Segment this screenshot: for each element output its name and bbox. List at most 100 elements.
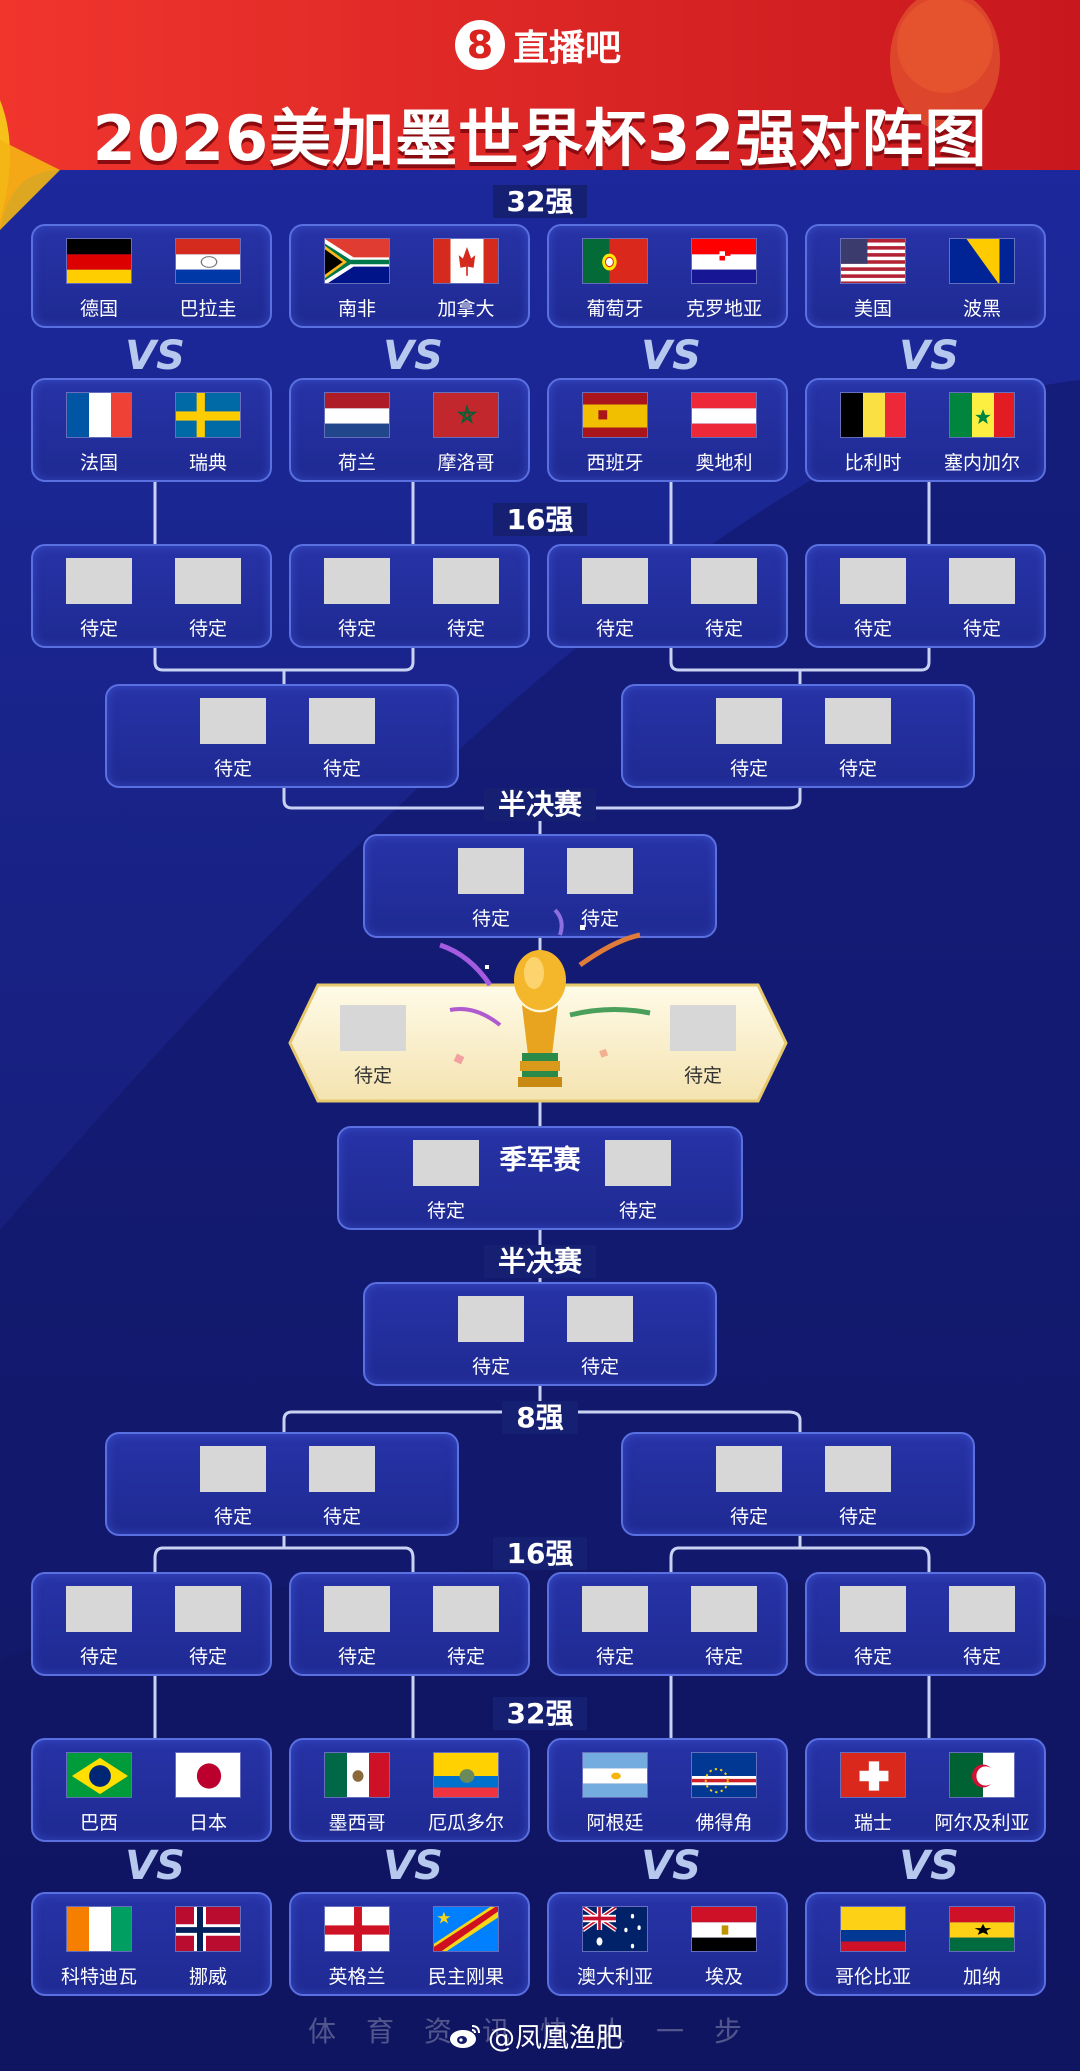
team-name: 墨西哥 bbox=[328, 1812, 386, 1834]
team-name: 德国 bbox=[79, 298, 118, 320]
match-card-r32: 荷兰 摩洛哥 bbox=[289, 378, 530, 482]
vs-label: VS bbox=[383, 1843, 443, 1889]
team-name: 待定 bbox=[188, 618, 227, 640]
team-name: 加纳 bbox=[962, 1966, 1001, 1988]
team-name: 待定 bbox=[79, 618, 118, 640]
match-card-r32: 科特迪瓦 挪威 bbox=[31, 1892, 272, 1996]
croatia-flag-icon bbox=[691, 238, 757, 284]
match-card-r32: 德国 巴拉圭 bbox=[31, 224, 272, 328]
colombia-flag-icon bbox=[840, 1906, 906, 1952]
team-name: 美国 bbox=[853, 298, 892, 320]
brand-logo: 8 直播吧 bbox=[455, 16, 621, 74]
team-placeholder bbox=[825, 698, 891, 744]
team-placeholder bbox=[175, 558, 241, 604]
match-card-qf: 待定 待定 bbox=[621, 684, 975, 788]
team-name: 克罗地亚 bbox=[685, 298, 762, 320]
team-name: 待定 bbox=[838, 758, 877, 780]
team-name: 埃及 bbox=[704, 1966, 743, 1988]
footer-slogan: 体育资讯快人一步 bbox=[307, 2015, 772, 2048]
team-placeholder bbox=[458, 848, 524, 894]
ghana-flag-icon bbox=[949, 1906, 1015, 1952]
team-name: 葡萄牙 bbox=[586, 298, 644, 320]
team-placeholder bbox=[309, 1446, 375, 1492]
match-card-sf: 待定 待定 bbox=[363, 834, 717, 938]
team-placeholder bbox=[567, 848, 633, 894]
mexico-flag-icon bbox=[324, 1752, 390, 1798]
vs-label: VS bbox=[641, 333, 701, 379]
team-name: 厄瓜多尔 bbox=[427, 1812, 504, 1834]
final-card: 待定 待定 bbox=[290, 985, 786, 1101]
team-name: 待定 bbox=[79, 1646, 118, 1668]
team-placeholder bbox=[567, 1296, 633, 1342]
brand-name: 直播吧 bbox=[513, 28, 622, 69]
team-name: 待定 bbox=[595, 1646, 634, 1668]
dr-congo-flag-icon bbox=[433, 1906, 499, 1952]
match-card-r32: 英格兰 民主刚果 bbox=[289, 1892, 530, 1996]
brazil-flag-icon bbox=[66, 1752, 132, 1798]
sweden-flag-icon bbox=[175, 392, 241, 438]
team-placeholder bbox=[458, 1296, 524, 1342]
match-card-r16: 待定 待定 bbox=[805, 544, 1046, 648]
team-name: 塞内加尔 bbox=[943, 452, 1020, 474]
team-name: 待定 bbox=[353, 1065, 392, 1087]
match-card-r16: 待定 待定 bbox=[547, 1572, 788, 1676]
vs-label: VS bbox=[383, 333, 443, 379]
belgium-flag-icon bbox=[840, 392, 906, 438]
team-name: 待定 bbox=[213, 758, 252, 780]
egypt-flag-icon bbox=[691, 1906, 757, 1952]
match-card-r32: 墨西哥 厄瓜多尔 bbox=[289, 1738, 530, 1842]
team-placeholder bbox=[433, 1586, 499, 1632]
match-card-r32: 澳大利亚 埃及 bbox=[547, 1892, 788, 1996]
vs-label: VS bbox=[899, 333, 959, 379]
team-name: 待定 bbox=[704, 618, 743, 640]
bosnia-flag-icon bbox=[949, 238, 1015, 284]
match-card-r32: 美国 波黑 bbox=[805, 224, 1046, 328]
team-name: 待定 bbox=[962, 618, 1001, 640]
team-name: 瑞士 bbox=[853, 1812, 892, 1834]
team-name: 待定 bbox=[337, 1646, 376, 1668]
team-name: 奥地利 bbox=[695, 452, 753, 474]
france-flag-icon bbox=[66, 392, 132, 438]
team-name: 待定 bbox=[188, 1646, 227, 1668]
team-placeholder bbox=[840, 1586, 906, 1632]
team-name: 待定 bbox=[704, 1646, 743, 1668]
team-placeholder bbox=[949, 1586, 1015, 1632]
team-placeholder bbox=[605, 1140, 671, 1186]
team-name: 待定 bbox=[446, 618, 485, 640]
team-placeholder bbox=[413, 1140, 479, 1186]
footer: 体育资讯快人一步 bbox=[0, 2010, 1080, 2050]
austria-flag-icon bbox=[691, 392, 757, 438]
team-name: 摩洛哥 bbox=[437, 452, 495, 474]
algeria-flag-icon bbox=[949, 1752, 1015, 1798]
team-name: 待定 bbox=[322, 758, 361, 780]
team-placeholder bbox=[324, 558, 390, 604]
team-placeholder bbox=[691, 1586, 757, 1632]
round-label-r16-top: 16强 bbox=[0, 498, 1080, 538]
vs-label: VS bbox=[641, 1843, 701, 1889]
team-placeholder bbox=[309, 698, 375, 744]
match-card-r32: 比利时 塞内加尔 bbox=[805, 378, 1046, 482]
team-name: 挪威 bbox=[188, 1966, 227, 1988]
vs-label: VS bbox=[125, 1843, 185, 1889]
team-name: 民主刚果 bbox=[427, 1966, 504, 1988]
team-placeholder bbox=[200, 1446, 266, 1492]
vs-label: VS bbox=[899, 1843, 959, 1889]
match-card-r32: 瑞士 阿尔及利亚 bbox=[805, 1738, 1046, 1842]
canada-flag-icon bbox=[433, 238, 499, 284]
team-name: 巴西 bbox=[79, 1812, 118, 1834]
team-name: 哥伦比亚 bbox=[834, 1966, 911, 1988]
team-name: 待定 bbox=[853, 1646, 892, 1668]
team-placeholder bbox=[582, 558, 648, 604]
team-placeholder bbox=[825, 1446, 891, 1492]
team-name: 待定 bbox=[595, 618, 634, 640]
weibo-account: @凤凰渔肥 bbox=[448, 2016, 623, 2055]
team-name: 待定 bbox=[838, 1506, 877, 1528]
ecuador-flag-icon bbox=[433, 1752, 499, 1798]
team-placeholder bbox=[582, 1586, 648, 1632]
match-card-qf: 待定 待定 bbox=[105, 1432, 459, 1536]
australia-flag-icon bbox=[582, 1906, 648, 1952]
team-name: 佛得角 bbox=[695, 1812, 753, 1834]
team-placeholder bbox=[949, 558, 1015, 604]
match-card-r32: 哥伦比亚 加纳 bbox=[805, 1892, 1046, 1996]
team-name: 阿尔及利亚 bbox=[934, 1812, 1030, 1834]
